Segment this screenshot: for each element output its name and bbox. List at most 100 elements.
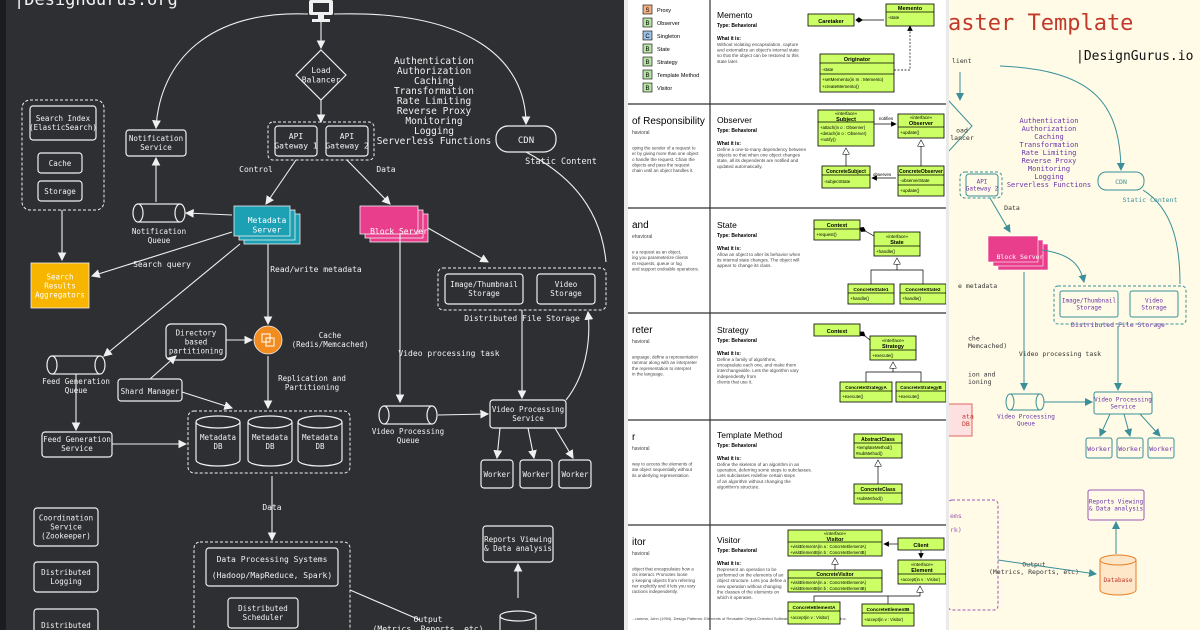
legend-label: Proxy [657, 8, 671, 14]
uml-op: +attach(in o : Observer) [820, 125, 866, 130]
metadata-db [247, 415, 293, 467]
block-server-label: Block Server [370, 227, 428, 236]
worker-node [1116, 437, 1144, 459]
data-label: Data [376, 165, 395, 174]
right-features-list: Authentication Authorization Caching Tra… [1007, 117, 1091, 189]
features-list: Authentication Authorization Caching Tra… [377, 56, 491, 147]
right-dfs-label: Distributed File Storage [1071, 321, 1165, 329]
snippet-line: ractions independently. [632, 589, 678, 594]
snippet-line: the representation to interpret [632, 366, 692, 371]
right-worker-label: Worker [1087, 445, 1111, 453]
uml-stereotype: «interface» [911, 562, 934, 567]
legend-badge-letter: B [645, 47, 649, 53]
right-output-label: Output(Metrics, Reports, etc) [989, 560, 1079, 576]
feature-item: Authentication [1019, 117, 1078, 125]
legend-badge [642, 82, 653, 93]
state-uml: Context +request() «interface» State +ha… [813, 219, 947, 305]
feature-item: Logging [1034, 173, 1064, 181]
api-gateway-2 [325, 125, 369, 157]
pattern-type: Type: Behavioral [717, 548, 758, 554]
snippet-line: anguage, define a representation [632, 355, 699, 360]
snippet-line: ing you parameterize clients [632, 255, 689, 260]
snippet-line: nt requests, queue or log [632, 261, 682, 266]
feature-item: Rate Limiting [397, 96, 471, 107]
snippet-line: havioral [632, 551, 650, 557]
legend-badge-letter: B [645, 21, 649, 27]
pattern-title: Template Method [717, 430, 782, 440]
uml-class-name: Subject [836, 117, 856, 123]
template-uml: AbstractClass +templateMethod() #subMeth… [853, 433, 903, 505]
pattern-type: Type: Behavioral [717, 23, 758, 29]
uml-op: +subMethod() [856, 496, 883, 501]
worker-node [1085, 437, 1113, 459]
pattern-desc-line: appear to change its class. [717, 263, 772, 268]
feature-item: Authentication [394, 56, 474, 67]
uml-class-name: Caretaker [818, 19, 844, 25]
left-column-title: itor [632, 537, 647, 548]
uml-attr: -state [888, 15, 900, 20]
uml-assoc-label: observes [873, 172, 892, 177]
uml-class-name: ConcreteClass [860, 487, 895, 493]
pattern-desc-line: interchangeable. Lets the algorithm vary [717, 368, 799, 373]
snippet-line: ate object sequentially without [632, 467, 693, 472]
uml-class-name: Context [827, 329, 848, 335]
pattern-what: What it is: [717, 351, 741, 357]
legend-badge-letter: S [645, 8, 649, 14]
uml-class-name: ConcreteState1 [853, 287, 889, 293]
feature-item: Caching [414, 76, 454, 87]
metadata-db-group [187, 410, 351, 474]
snippet-line: o handle the request. Chain the [632, 157, 695, 162]
uml-op: +update() [900, 188, 920, 193]
pattern-desc-line: Allow an object to alter its behavior wh… [717, 252, 801, 257]
cache-label: Cache [49, 159, 72, 168]
pattern-desc-line: its internal state changes. The object w… [717, 258, 799, 263]
uml-op: +update() [900, 130, 920, 135]
dps-label: Data Processing Systems [217, 555, 328, 564]
database-icon [1099, 554, 1137, 596]
uml-class-name: ConcreteSubject [826, 169, 866, 175]
uml-op: +createMemento() [822, 84, 859, 89]
static-content-label: Static Content [525, 157, 597, 167]
snippet-line: ner explicitly and it lets you vary [632, 583, 696, 588]
pattern-what: What it is: [717, 141, 741, 147]
uml-stereotype: «interface» [910, 115, 933, 120]
uml-op: +execute() [872, 353, 894, 358]
uml-assoc-label: notifies [879, 116, 894, 121]
legend-label: Visitor [657, 86, 672, 92]
distributed-file-storage-group [437, 267, 607, 311]
snippet-line: oping the sender of a request to [632, 146, 696, 151]
pattern-desc-line: object structure. Lets you define a [717, 578, 786, 583]
feature-item: Monitoring [405, 116, 462, 127]
feature-item: Transformation [1019, 141, 1078, 149]
feature-item: Caching [1034, 133, 1064, 141]
legend-badge [642, 17, 653, 28]
uml-class-name: ConcreteStrategyB [900, 385, 942, 390]
uml-op: +visitElementA(in a : ConcreteElementA) [790, 580, 867, 585]
pattern-what: What it is: [717, 561, 741, 567]
pattern-desc-line: new operation without changing [717, 584, 782, 589]
uml-op: +notify() [820, 137, 836, 142]
left-column-title: and [632, 220, 649, 231]
feature-item: Authorization [397, 66, 471, 77]
right-block-server-label: Block Server [997, 253, 1044, 261]
uml-class-name: Element [911, 568, 933, 574]
worker-label: Worker [561, 470, 589, 479]
worker-label: Worker [522, 470, 550, 479]
observer-uml: «interface» Subject +attach(in o : Obser… [817, 109, 945, 197]
left-column-title: r [632, 432, 636, 443]
uml-stereotype: «interface» [824, 531, 847, 536]
pattern-desc-line: and externalize an object's internal sta… [717, 48, 799, 53]
